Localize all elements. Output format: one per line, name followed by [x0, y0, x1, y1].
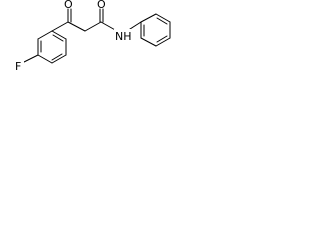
ring-b-inner-bond-2 — [156, 35, 168, 43]
ring-b-bond-5 — [140, 37, 157, 47]
nitrogen-hydrogen-label: NH — [115, 30, 132, 43]
ring-b-bond-1 — [140, 13, 157, 23]
ring-a-bond-1 — [51, 30, 67, 40]
amide-oxygen-label: O — [97, 0, 106, 11]
carbonyl-methylene-bond — [67, 21, 86, 32]
ring-carbonyl-bond — [51, 21, 69, 32]
fluorophenyl-ring — [37, 30, 67, 64]
ring-b-bond-2 — [155, 13, 171, 23]
phenyl-ring — [140, 13, 171, 47]
ring-b-inner-bond-1 — [156, 17, 168, 25]
ring-a-bond-3 — [51, 54, 67, 64]
nitrogen-label-mask — [114, 29, 131, 42]
ketone-oxygen-label: O — [64, 0, 73, 11]
ring-a-bond-6 — [37, 30, 53, 40]
fluorine-label-mask — [13, 59, 24, 72]
amide-double-bond — [99, 8, 104, 23]
ring-b-bond-4 — [155, 37, 171, 47]
carbon-fluorine-bond — [21, 54, 39, 64]
ring-a-bond-4 — [37, 54, 53, 64]
ring-a-inner-bond-2 — [51, 53, 63, 61]
methylene-amide-bond — [84, 21, 102, 32]
ring-a-inner-bond-1 — [52, 34, 64, 42]
fluorine-label: F — [15, 60, 21, 73]
ketone-double-bond — [67, 8, 72, 23]
chemical-structure-diagram: O O NH F — [13, 0, 171, 73]
